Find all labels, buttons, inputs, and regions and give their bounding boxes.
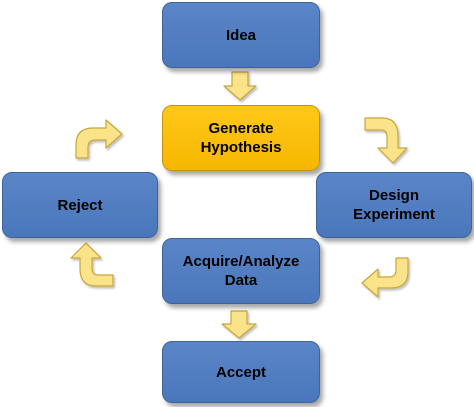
node-accept-label: Accept	[215, 363, 267, 381]
node-design-experiment-line1: Design	[368, 187, 419, 204]
node-idea-label: Idea	[225, 26, 256, 44]
arrow-design-to-acquire	[361, 257, 409, 298]
arrow-idea-to-generate	[223, 71, 257, 101]
arrow-reject-to-generate	[75, 119, 123, 159]
node-acquire-analyze-data-line2: Data	[224, 272, 258, 289]
node-accept: Accept	[162, 341, 320, 403]
arrow-acquire-to-accept	[221, 310, 257, 339]
node-acquire-analyze-data: Acquire/Analyze Data	[162, 238, 320, 304]
node-acquire-analyze-data-line1: Acquire/Analyze	[182, 253, 300, 270]
arrow-acquire-to-reject	[70, 242, 114, 287]
node-reject-label: Reject	[57, 196, 103, 214]
node-reject: Reject	[2, 172, 158, 238]
node-design-experiment-line2: Experiment	[353, 206, 435, 223]
arrow-generate-to-design	[364, 117, 408, 164]
node-generate-hypothesis-line2: Hypothesis	[200, 139, 282, 156]
node-design-experiment: Design Experiment	[316, 172, 472, 238]
node-generate-hypothesis: Generate Hypothesis	[162, 105, 320, 171]
node-generate-hypothesis-line1: Generate	[208, 120, 274, 137]
node-idea: Idea	[162, 2, 320, 68]
